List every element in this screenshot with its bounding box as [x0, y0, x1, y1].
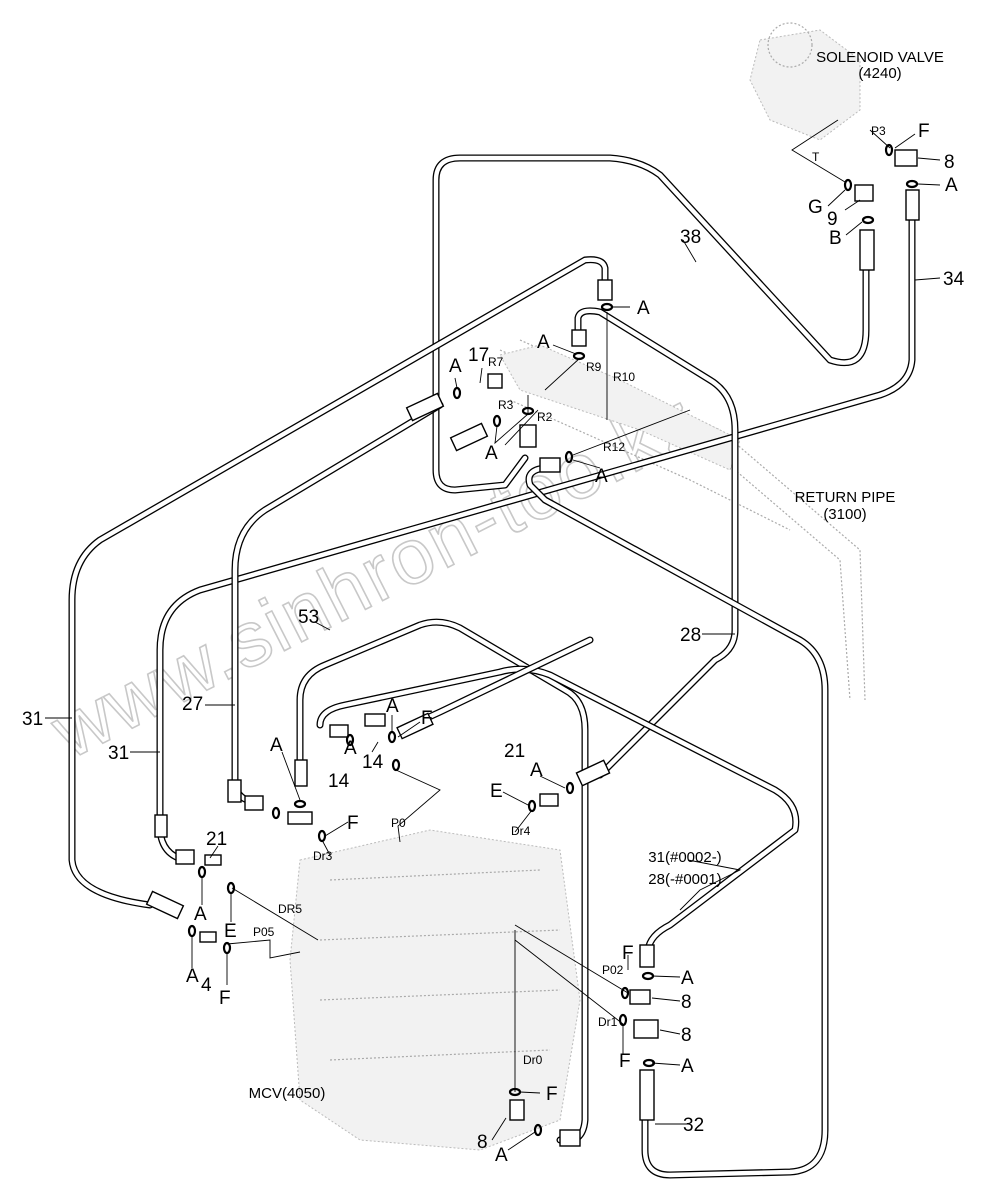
callout-8: 8	[944, 152, 955, 173]
callout-27: 27	[182, 694, 203, 715]
callout-31-serial: 31(#0002-)	[648, 849, 721, 866]
hose-53	[296, 618, 589, 1145]
callout-a: A	[681, 1056, 694, 1077]
callout-f: F	[219, 988, 231, 1009]
callout-a: A	[537, 332, 550, 353]
callout-8: 8	[681, 1025, 692, 1046]
callout-31: 31	[22, 709, 43, 730]
callout-a: A	[637, 298, 650, 319]
callout-e: E	[490, 781, 503, 802]
callout-a: A	[270, 735, 283, 756]
callout-8: 8	[681, 992, 692, 1013]
return-pipe-code: (3100)	[823, 506, 866, 523]
callout-21: 21	[206, 829, 227, 850]
callout-p3: P3	[871, 124, 886, 138]
hose-31	[68, 256, 609, 909]
callout-dr4: Dr4	[511, 824, 531, 838]
hose-28	[574, 307, 739, 779]
callout-a: A	[186, 966, 199, 987]
callout-dr5: DR5	[278, 902, 302, 916]
callout-53: 53	[298, 607, 319, 628]
solenoid-valve-ghost	[749, 22, 861, 141]
callout-4: 4	[201, 975, 212, 996]
hose-32	[525, 464, 829, 1179]
callout-dr1: Dr1	[598, 1015, 618, 1029]
callout-a: A	[449, 356, 462, 377]
callout-f: F	[918, 121, 930, 142]
callout-f: F	[347, 813, 359, 834]
callout-e: E	[224, 921, 237, 942]
callout-a: A	[681, 968, 694, 989]
callout-r9: R9	[586, 360, 602, 374]
callout-a: A	[595, 466, 608, 487]
solenoid-valve-code: (4240)	[858, 65, 901, 82]
callout-31: 31	[108, 743, 129, 764]
callout-a: A	[344, 738, 357, 759]
callout-32: 32	[683, 1115, 704, 1136]
callout-dr3: Dr3	[313, 849, 333, 863]
callout-17: 17	[468, 345, 489, 366]
callout-14: 14	[328, 771, 350, 792]
callout-p0: P0	[391, 816, 406, 830]
hose-31-28-serial	[316, 665, 800, 954]
callout-9: 9	[827, 209, 838, 230]
mcv-label: MCV(4050)	[249, 1085, 326, 1102]
callout-g: G	[808, 197, 823, 218]
callout-r7: R7	[488, 355, 504, 369]
solenoid-valve-label: SOLENOID VALVE	[816, 49, 944, 66]
callout-21: 21	[504, 741, 525, 762]
callout-a: A	[485, 443, 498, 464]
mcv-ghost	[289, 829, 581, 1151]
callout-34: 34	[943, 269, 965, 290]
callout-p05: P05	[253, 925, 275, 939]
hose-34	[156, 196, 916, 864]
callout-p02: P02	[602, 963, 624, 977]
hose-38	[432, 154, 870, 494]
return-pipe-label: RETURN PIPE	[795, 489, 896, 506]
callout-r2: R2	[537, 410, 553, 424]
callout-r3: R3	[498, 398, 514, 412]
callout-t: T	[812, 150, 820, 164]
callout-f: F	[546, 1084, 558, 1105]
callout-b: B	[829, 228, 842, 249]
fittings	[145, 149, 920, 1147]
callout-8: 8	[477, 1132, 488, 1153]
callout-f: F	[421, 708, 433, 729]
callout-a: A	[386, 696, 399, 717]
callouts: P3 F 8 T A G 9 B 38 34 A A R9 R10 17 R7 …	[22, 121, 965, 1166]
leader-lines	[45, 119, 941, 1151]
callout-a: A	[530, 760, 543, 781]
callout-dr0: Dr0	[523, 1053, 543, 1067]
callout-r10: R10	[613, 370, 635, 384]
callout-f: F	[622, 943, 634, 964]
callout-f: F	[619, 1051, 631, 1072]
callout-28-serial: 28(-#0001)	[648, 871, 721, 888]
callout-a: A	[194, 904, 207, 925]
callout-r12: R12	[603, 440, 625, 454]
callout-a: A	[495, 1145, 508, 1166]
callout-a: A	[945, 175, 958, 196]
callout-38: 38	[680, 227, 701, 248]
callout-14: 14	[362, 752, 384, 773]
callout-28: 28	[680, 625, 701, 646]
